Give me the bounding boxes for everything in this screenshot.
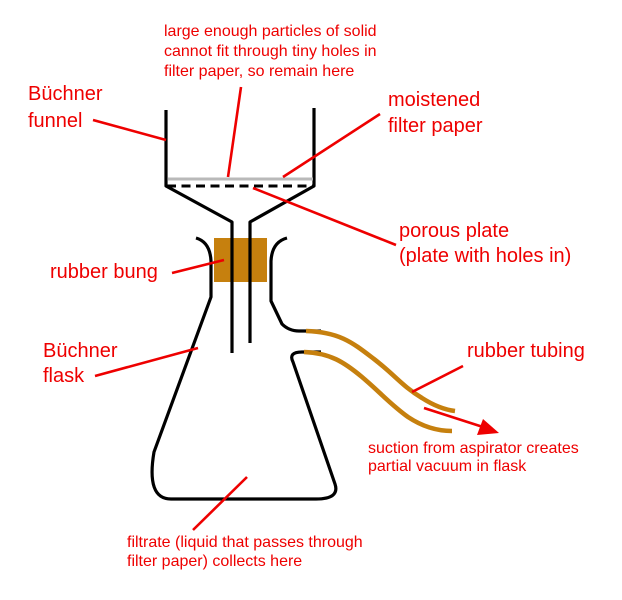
flask-neck-sidearm-outline	[269, 236, 321, 333]
label-line: porous plate	[399, 220, 510, 242]
filtrate-pointer-line	[192, 476, 248, 531]
flask-pointer-line	[94, 346, 199, 378]
suction-arrowhead-icon	[477, 419, 499, 435]
label-line: moistened	[388, 89, 481, 111]
bung-pointer-line	[171, 258, 225, 275]
label-buchner-funnel: Büchner funnel	[28, 81, 103, 135]
label-line: funnel	[28, 110, 83, 132]
label-rubber-bung: rubber bung	[50, 259, 158, 285]
tubing-upper-line	[305, 328, 456, 414]
label-rubber-tubing: rubber tubing	[467, 338, 585, 364]
tubing-lower-line	[303, 349, 453, 434]
label-line: large enough particles of solid	[164, 23, 377, 40]
label-line: filter paper) collects here	[127, 553, 303, 570]
funnel-left-outline	[164, 110, 234, 353]
label-porous-plate: porous plate (plate with holes in)	[399, 219, 571, 269]
label-line: (plate with holes in)	[399, 245, 572, 267]
label-line: rubber bung	[50, 261, 158, 283]
particles-pointer-line	[226, 86, 243, 178]
porous-plate-pointer-line	[252, 186, 397, 247]
label-line: cannot fit through tiny holes in	[164, 43, 377, 60]
label-particles-note: large enough particles of solid cannot f…	[164, 22, 377, 82]
funnel-pointer-line	[92, 118, 167, 142]
tubing-pointer-line	[411, 364, 464, 394]
label-line: partial vacuum in flask	[368, 458, 527, 475]
label-moistened-filter-paper: moistened filter paper	[388, 87, 483, 139]
funnel-right-outline	[248, 108, 316, 343]
label-line: suction from aspirator creates	[368, 440, 579, 457]
label-line: filtrate (liquid that passes through	[127, 534, 363, 551]
label-filtrate-note: filtrate (liquid that passes through fil…	[127, 533, 363, 571]
flask-body-outline	[150, 236, 338, 501]
label-suction-note: suction from aspirator creates partial v…	[368, 440, 579, 476]
label-line: filter paper, so remain here	[164, 63, 355, 80]
filter-paper-pointer-line	[282, 112, 381, 179]
label-line: rubber tubing	[467, 340, 585, 362]
label-line: Büchner	[28, 83, 103, 105]
label-line: flask	[43, 365, 85, 387]
suction-arrow-shaft	[423, 406, 484, 429]
label-line: filter paper	[388, 115, 483, 137]
label-line: Büchner	[43, 340, 118, 362]
label-buchner-flask: Büchner flask	[43, 339, 118, 389]
